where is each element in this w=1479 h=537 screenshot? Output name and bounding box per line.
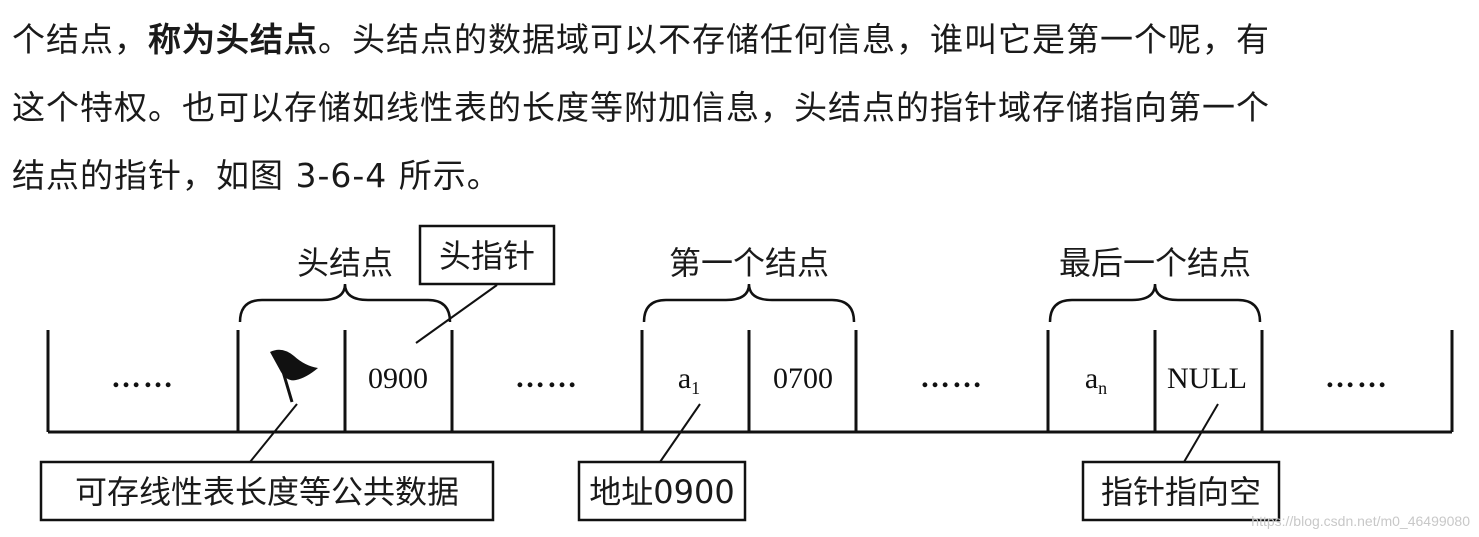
paragraph-line-2: 这个特权。也可以存储如线性表的长度等附加信息，头结点的指针域存储指向第一个 [12,88,1270,127]
dots-before-head: …… [111,361,175,394]
first-node-brace [642,283,856,323]
description-paragraph: 个结点，称为头结点。头结点的数据域可以不存储任何信息，谁叫它是第一个呢，有 这个… [12,6,1472,210]
head-data-callout-text: 可存线性表长度等公共数据 [75,473,459,511]
paragraph-line-1: 个结点，称为头结点。头结点的数据域可以不存储任何信息，谁叫它是第一个呢，有 [12,6,1472,74]
head-pointer-label: 头指针 [439,237,535,275]
head-pointer-leader [415,284,498,344]
line1-prefix: 个结点， [12,20,148,59]
dots-after-head: …… [515,361,579,394]
paragraph-line-3: 结点的指针，如图 3-6-4 所示。 [12,156,501,195]
line1-bold-term: 称为头结点 [148,20,318,59]
callout-leaders [249,403,1219,463]
head-data-leader [249,403,298,463]
address-callout-box [577,460,747,522]
null-callout-text: 指针指向空 [1101,473,1261,511]
watermark: https://blog.csdn.net/m0_46499080 [1251,513,1470,529]
head-data-callout-box [39,460,495,522]
null-leader [1183,403,1219,463]
line1-suffix: 。头结点的数据域可以不存储任何信息，谁叫它是第一个呢，有 [318,20,1270,59]
address-leader [659,403,701,463]
head-pointer-value: 0900 [368,362,428,395]
address-callout-text: 地址0900 [589,473,734,511]
first-pointer-value: 0700 [773,362,833,395]
head-node-label: 头结点 [297,244,393,282]
braces [238,283,1262,323]
dots-after-last: …… [1325,361,1389,394]
last-node-label: 最后一个结点 [1059,244,1251,282]
first-data-subscript: 1 [691,378,700,398]
head-pointer-box [418,224,556,286]
last-pointer-value: NULL [1167,362,1247,395]
dots-middle: …… [920,361,984,394]
last-data-letter: a [1085,362,1098,395]
last-node-brace [1048,283,1262,323]
first-data-letter: a [678,362,691,395]
first-data-value: a1 [678,362,700,398]
list-frame [46,330,1454,434]
first-node-label: 第一个结点 [669,244,829,282]
flag-icon [270,349,318,403]
head-node-brace [238,283,452,323]
null-callout-box [1081,460,1281,522]
last-data-value: an [1085,362,1107,398]
last-data-subscript: n [1098,378,1107,398]
